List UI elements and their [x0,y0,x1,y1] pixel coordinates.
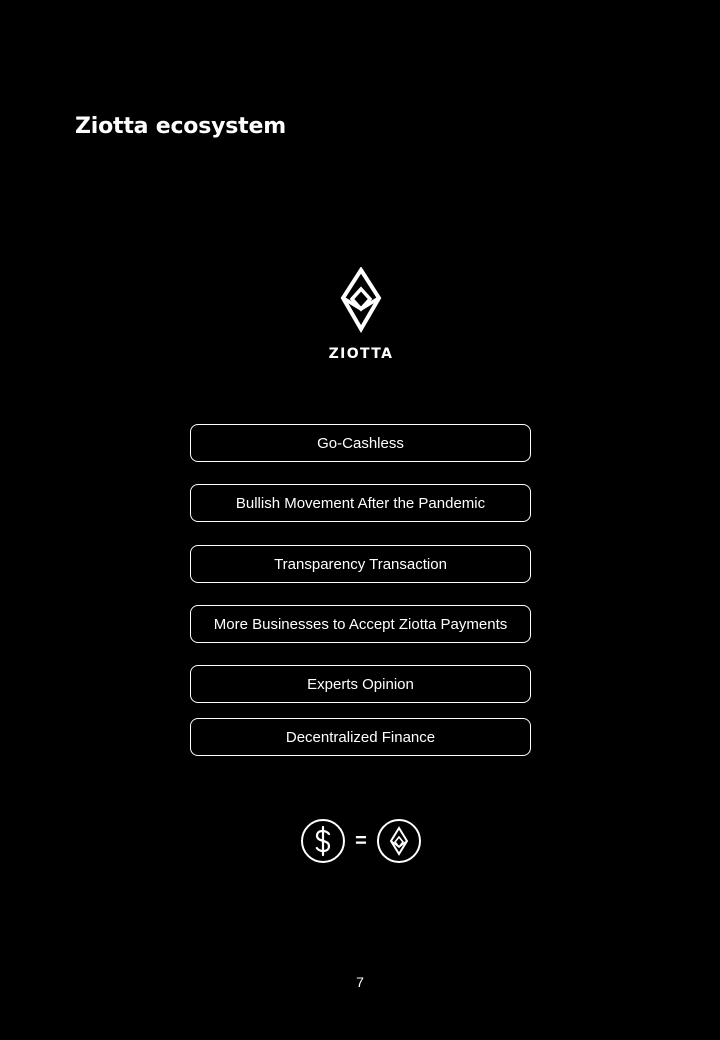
topic-label: Decentralized Finance [285,728,436,746]
ziotta-diamond-icon [340,267,382,333]
topic-label: Go-Cashless [317,434,404,452]
topic-decentralized-finance: Decentralized Finance [190,718,531,756]
ziotta-logo: ZIOTTA [326,266,396,366]
currency-equation: = [300,818,422,864]
dollar-circle-icon [301,819,345,863]
ziotta-coin-icon [377,819,421,863]
page-title: Ziotta ecosystem [75,114,286,139]
topic-experts-opinion: Experts Opinion [190,665,531,703]
page-number: 7 [356,974,364,990]
topic-more-businesses: More Businesses to Accept Ziotta Payment… [190,605,531,643]
topic-bullish-movement: Bullish Movement After the Pandemic [190,484,531,522]
topic-label: Experts Opinion [307,675,414,693]
topic-transparency-transaction: Transparency Transaction [190,545,531,583]
equals-sign: = [355,830,367,852]
topic-go-cashless: Go-Cashless [190,424,531,462]
topic-label: Bullish Movement After the Pandemic [235,494,486,512]
topic-label: Transparency Transaction [274,555,447,573]
logo-wordmark: ZIOTTA [328,346,394,362]
topic-label: More Businesses to Accept Ziotta Payment… [213,615,508,633]
